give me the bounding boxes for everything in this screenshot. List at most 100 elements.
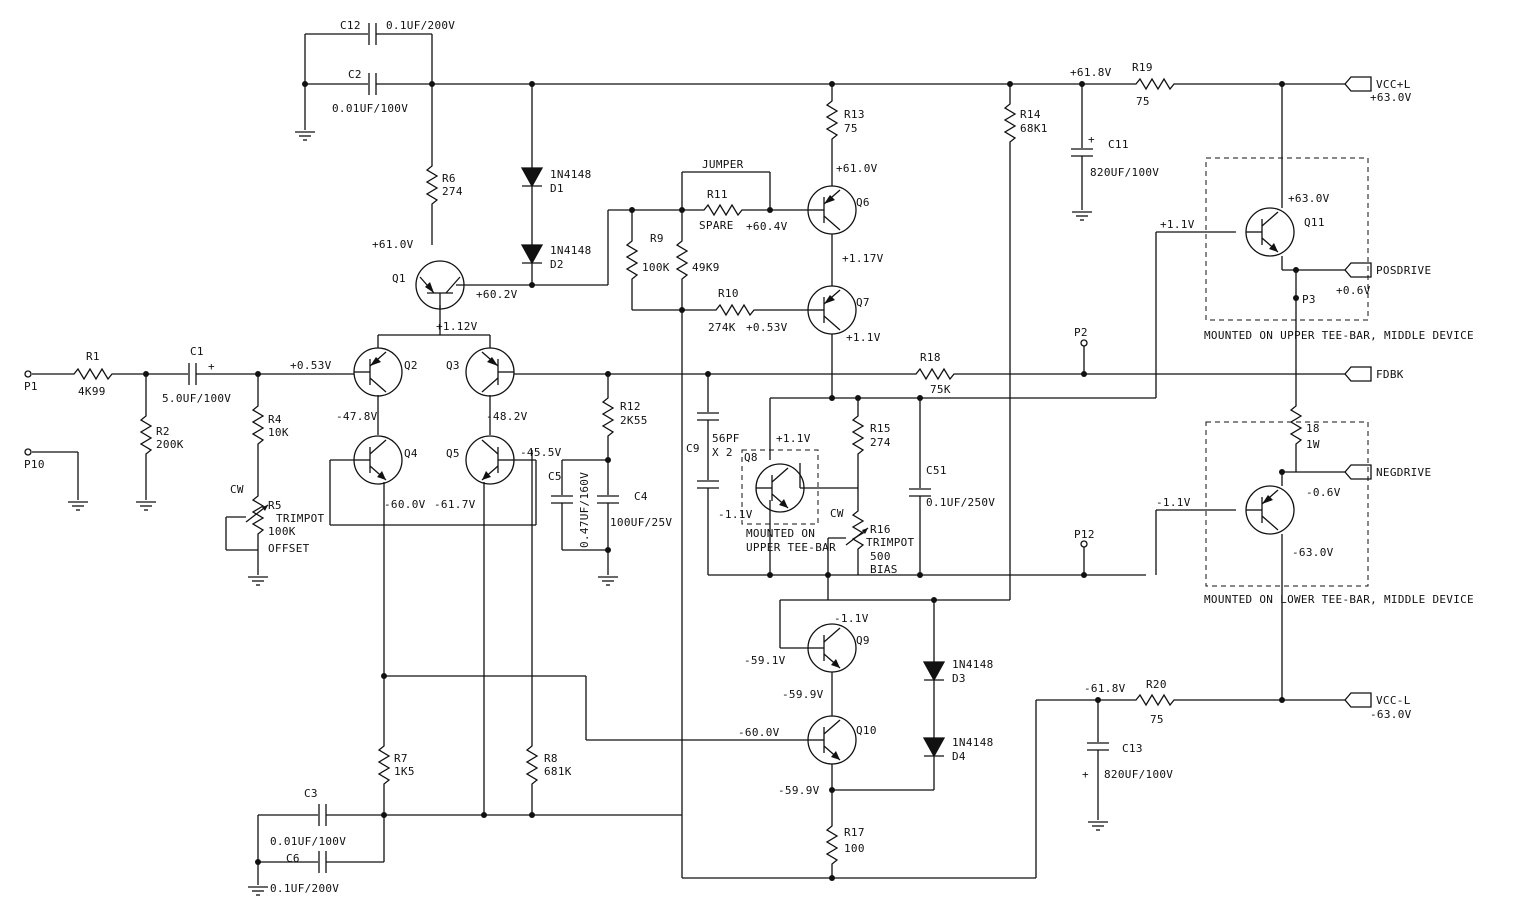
c1-value: 5.0UF/100V — [162, 392, 231, 405]
q8-symbol — [755, 463, 805, 513]
voltage-label: -1.1V — [834, 612, 869, 625]
posdrive-port — [1344, 262, 1372, 278]
voltage-label: -61.8V — [1084, 682, 1126, 695]
negdrive-port — [1344, 464, 1372, 480]
r6-ref: R6 — [442, 172, 456, 185]
r6-value: 274 — [442, 185, 463, 198]
c51-value: 0.1UF/250V — [926, 496, 995, 509]
fdbk-port — [1344, 366, 1372, 382]
capacitors: + + + — [188, 22, 1110, 874]
r18-symbol — [909, 368, 961, 380]
r19-symbol — [1129, 78, 1181, 90]
q1-label: Q1 — [392, 272, 406, 285]
r8-value: 681K — [544, 765, 572, 778]
voltage-label: -45.5V — [520, 446, 562, 459]
r5-ref: R5 — [268, 499, 282, 512]
voltage-label: -48.2V — [486, 410, 528, 423]
d3-symbol — [923, 661, 945, 681]
c5-value: 0.47UF/160V — [578, 472, 591, 548]
r14-value: 68K1 — [1020, 122, 1048, 135]
r20-symbol — [1129, 694, 1181, 706]
negdrive-label: NEGDRIVE — [1376, 466, 1431, 479]
c12-value: 0.1UF/200V — [386, 19, 455, 32]
c12-ref: C12 — [340, 19, 361, 32]
c2-ref: C2 — [348, 68, 362, 81]
c4-ref: C4 — [634, 490, 648, 503]
r1-value: 4K99 — [78, 385, 106, 398]
d3-part: 1N4148 — [952, 658, 994, 671]
voltage-label: +1.1V — [776, 432, 811, 445]
voltage-label: +61.8V — [1070, 66, 1112, 79]
q11-label: Q11 — [1304, 216, 1325, 229]
q8-label: Q8 — [744, 451, 758, 464]
q3-label: Q3 — [446, 359, 460, 372]
vccn-label: VCC-L — [1376, 694, 1411, 707]
q11-symbol — [1245, 207, 1295, 257]
svg-text:+: + — [1088, 133, 1095, 146]
r9b-symbol — [676, 234, 688, 286]
r17-symbol — [826, 819, 838, 871]
svg-text:+: + — [208, 360, 215, 373]
voltage-label: -59.9V — [778, 784, 820, 797]
r2-symbol — [140, 409, 152, 461]
labels: P1 P10 P2 P12 P3 VCC+L +63.0V VCC-L -63.… — [24, 19, 1474, 895]
d4-symbol — [923, 737, 945, 757]
c11-value: 820UF/100V — [1090, 166, 1159, 179]
r17-value: 100 — [844, 842, 865, 855]
d2-ref: D2 — [550, 258, 564, 271]
r11-symbol — [697, 204, 749, 216]
r16-value: TRIMPOT — [866, 536, 915, 549]
d3-ref: D3 — [952, 672, 966, 685]
c6-value: 0.1UF/200V — [270, 882, 339, 895]
c5-symbol — [550, 495, 574, 504]
r12-symbol — [602, 391, 614, 443]
svg-text:+: + — [1082, 768, 1089, 781]
q5-symbol — [465, 435, 515, 485]
voltage-label: -1.1V — [1156, 496, 1191, 509]
vccl-label: VCC+L — [1376, 78, 1411, 91]
voltage-label: -59.9V — [782, 688, 824, 701]
c3-symbol — [318, 803, 327, 827]
p10-label: P10 — [24, 458, 45, 471]
q5-label: Q5 — [446, 447, 460, 460]
voltage-label: -60.0V — [738, 726, 780, 739]
r15-symbol — [852, 409, 864, 461]
c13-ref: C13 — [1122, 742, 1143, 755]
r21-value: 18 — [1306, 422, 1320, 435]
c51-ref: C51 — [926, 464, 947, 477]
voltage-label: +60.4V — [746, 220, 788, 233]
vccl-voltage: +63.0V — [1370, 91, 1412, 104]
r19-ref: R19 — [1132, 61, 1153, 74]
r15-ref: R15 — [870, 422, 891, 435]
r11-value: SPARE — [699, 219, 734, 232]
r8-symbol — [526, 739, 538, 791]
voltage-label: +1.12V — [436, 320, 478, 333]
r9-value: 100K — [642, 261, 670, 274]
wires — [32, 33, 1369, 885]
q9-symbol — [807, 623, 857, 673]
r14-ref: R14 — [1020, 108, 1041, 121]
r6-symbol — [426, 159, 438, 211]
r4-ref: R4 — [268, 413, 282, 426]
voltage-label: +60.2V — [476, 288, 518, 301]
c4-symbol — [596, 495, 620, 504]
voltage-label: -63.0V — [1292, 546, 1334, 559]
r19-value: 75 — [1136, 95, 1150, 108]
p2-label: P2 — [1074, 326, 1088, 339]
r21-symbol — [1290, 399, 1302, 451]
r21-value2: 1W — [1306, 438, 1320, 451]
r9-ref: R9 — [650, 232, 664, 245]
d4-ref: D4 — [952, 750, 966, 763]
q7-symbol — [807, 285, 857, 335]
r16-symbol — [852, 504, 864, 556]
c51-symbol — [908, 488, 932, 497]
p3-label: P3 — [1302, 293, 1316, 306]
voltage-label: -1.1V — [718, 508, 753, 521]
c12-symbol — [368, 22, 377, 46]
c3-ref: C3 — [304, 787, 318, 800]
q6-symbol — [807, 185, 857, 235]
vccn-port — [1344, 692, 1372, 708]
r16-value3: BIAS — [870, 563, 898, 576]
r5-value2: 100K — [268, 525, 296, 538]
